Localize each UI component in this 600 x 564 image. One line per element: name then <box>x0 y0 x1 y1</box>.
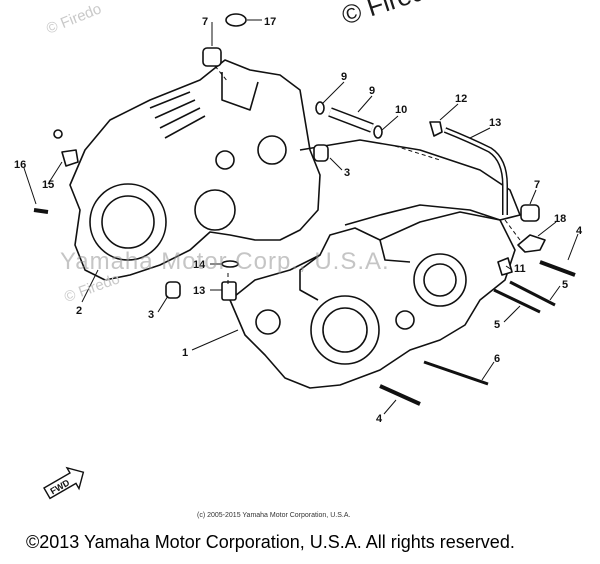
alignment-line-a <box>214 65 229 83</box>
callout-6: 6 <box>494 353 500 365</box>
leader-4-bottom <box>383 399 397 415</box>
left-crankcase-boss <box>194 189 236 231</box>
footer-copyright: ©2013 Yamaha Motor Corporation, U.S.A. A… <box>26 532 515 552</box>
leader-9b <box>381 115 399 131</box>
dowel-part-7-top <box>202 47 222 67</box>
callout-9a: 9 <box>341 71 347 83</box>
callout-12: 13 <box>489 117 501 129</box>
right-crankcase-bore-2 <box>413 253 467 307</box>
right-crankcase-outline <box>229 211 516 389</box>
leader-8 <box>357 95 373 113</box>
callout-3-top: 3 <box>344 167 350 179</box>
callout-11: 12 <box>455 93 467 105</box>
right-crankcase-flange <box>299 239 411 301</box>
leader-18 <box>537 221 557 237</box>
leader-11 <box>439 103 459 121</box>
leader-12 <box>469 127 491 139</box>
clip-part-10 <box>497 257 513 276</box>
left-crankcase-bore-inner <box>101 195 155 249</box>
callout-10: 11 <box>514 263 526 275</box>
bolt-part-6 <box>423 360 489 386</box>
leader-3-top <box>329 157 343 171</box>
bolt-part-4-bottom <box>379 384 421 406</box>
callout-13: 13 <box>193 285 205 297</box>
left-crankcase-boss-small <box>257 135 287 165</box>
callout-3-left: 3 <box>148 309 154 321</box>
callout-7-top: 7 <box>202 16 208 28</box>
hose-part-12-inner <box>444 128 507 215</box>
bolt-head-16 <box>53 129 63 139</box>
plug-part-13 <box>221 281 237 301</box>
leader-4-right <box>567 233 579 261</box>
callout-18: 18 <box>554 213 566 225</box>
dowel-part-3-top <box>313 144 329 162</box>
elbow-part-11 <box>429 121 443 137</box>
leader-5-b <box>503 305 521 323</box>
callout-9b: 10 <box>395 104 407 116</box>
left-crankcase-hole <box>215 150 235 170</box>
pipe-part-8-inner <box>328 108 374 132</box>
dowel-part-3-left <box>165 281 181 299</box>
leader-2 <box>81 269 99 303</box>
clamp-part-18 <box>517 234 546 253</box>
o-ring-9a <box>315 101 325 115</box>
left-crankcase-tower <box>221 72 259 111</box>
leader-3-left <box>157 295 169 313</box>
left-crankcase-bore <box>89 183 167 261</box>
left-crankcase-ribs <box>149 91 206 139</box>
leader-15 <box>47 161 63 185</box>
watermark-center: Yamaha Motor Corp., U.S.A. <box>60 248 390 275</box>
o-ring-9b <box>373 125 383 139</box>
callout-4-right: 4 <box>576 225 583 237</box>
callout-1: 1 <box>182 347 188 359</box>
right-crankcase-bore-2-inner <box>423 263 457 297</box>
callout-16: 16 <box>14 159 26 171</box>
callout-17: 17 <box>264 16 276 28</box>
plug-part-17 <box>225 13 247 27</box>
bolt-part-16 <box>33 208 49 214</box>
bolt-part-5-b <box>493 288 541 314</box>
leader-5-a <box>549 285 561 301</box>
dowel-part-7-right <box>520 204 540 222</box>
callout-8: 9 <box>369 85 375 97</box>
callout-15: 15 <box>42 179 54 191</box>
callout-14: 14 <box>193 259 206 271</box>
forward-arrow-mark: FWD <box>43 466 85 500</box>
callout-5-b: 5 <box>494 319 500 331</box>
right-crankcase-boss <box>255 309 281 335</box>
bolt-part-5-a <box>509 280 556 307</box>
callout-4-bottom: 4 <box>376 413 383 425</box>
leader-10 <box>505 265 513 271</box>
right-crankcase-bore <box>310 295 380 365</box>
leader-7-right <box>529 189 537 205</box>
leader-9a <box>321 81 345 105</box>
left-crankcase-outline <box>69 59 321 281</box>
leader-6 <box>481 361 495 381</box>
alignment-line-c <box>394 145 441 161</box>
right-crankcase-bore-inner <box>322 307 368 353</box>
callout-2: 2 <box>76 305 82 317</box>
callout-7-right: 7 <box>534 179 540 191</box>
bracket-part-15 <box>61 149 79 167</box>
small-copyright: (c) 2005-2015 Yamaha Motor Corporation, … <box>197 512 351 519</box>
alignment-line-d <box>504 219 521 241</box>
right-crankcase-hole <box>395 310 415 330</box>
upper-crankcase-plate <box>299 139 521 226</box>
bolt-part-4-right <box>539 260 576 277</box>
leader-16 <box>23 167 37 205</box>
leader-1 <box>191 329 239 351</box>
callout-5-a: 5 <box>562 279 568 291</box>
